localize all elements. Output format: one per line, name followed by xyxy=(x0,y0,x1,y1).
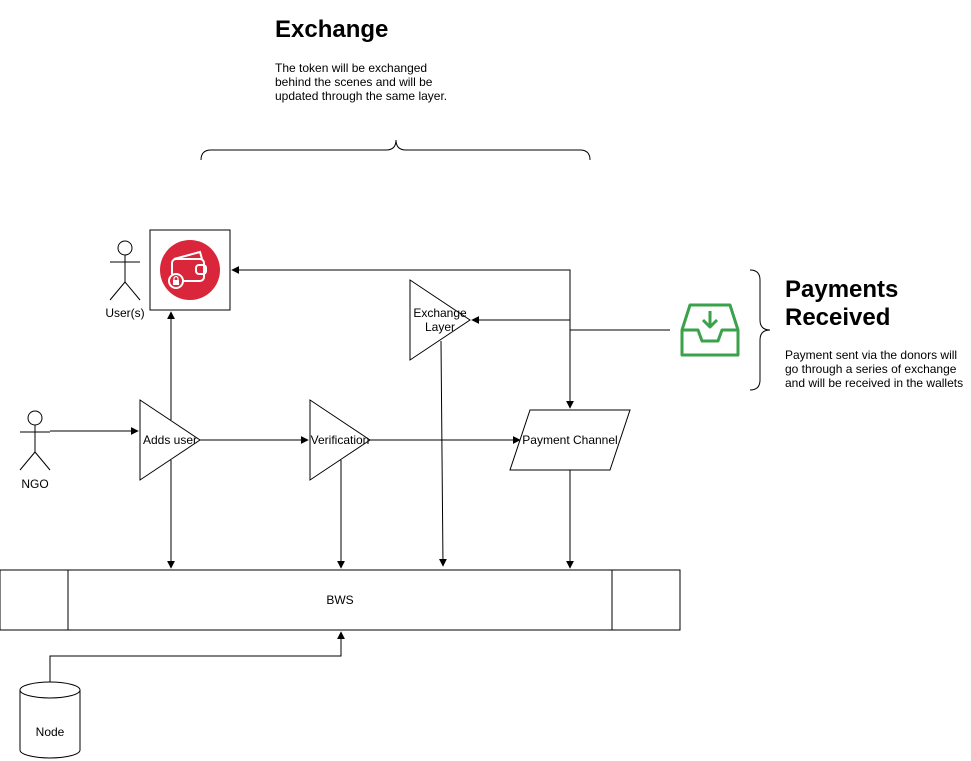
users-label: User(s) xyxy=(105,306,145,320)
edge-branch-to-wallet xyxy=(231,266,571,330)
payments-title: Payments Received xyxy=(785,276,899,331)
exchange-layer-label: Exchange Layer xyxy=(413,306,467,334)
payment-channel-node xyxy=(509,409,631,471)
verification-label: Verification xyxy=(310,433,370,447)
exchange-brace xyxy=(200,139,591,161)
payments-description: Payment sent via the donors will go thro… xyxy=(785,348,964,390)
bws-node xyxy=(0,569,681,631)
node-label: Node xyxy=(35,725,65,739)
exchange-title: Exchange xyxy=(275,16,389,43)
users-actor xyxy=(109,240,141,301)
edge-exchange-layer-to-bws xyxy=(438,340,447,567)
adds-user-node xyxy=(139,399,201,481)
ngo-actor xyxy=(19,410,51,471)
wallet-lock-icon xyxy=(160,240,220,300)
payment-channel-label: Payment Channel xyxy=(522,433,618,447)
exchange-layer-node xyxy=(409,279,471,361)
verification-node xyxy=(309,399,371,481)
edge-node-to-bws xyxy=(49,631,345,682)
ngo-label: NGO xyxy=(21,477,49,491)
inbox-download-icon xyxy=(680,303,740,357)
bws-label: BWS xyxy=(326,593,354,607)
adds-user-label: Adds user xyxy=(142,433,198,447)
exchange-description: The token will be exchanged behind the s… xyxy=(275,61,448,103)
payments-brace xyxy=(749,269,771,391)
node-database xyxy=(19,681,81,759)
